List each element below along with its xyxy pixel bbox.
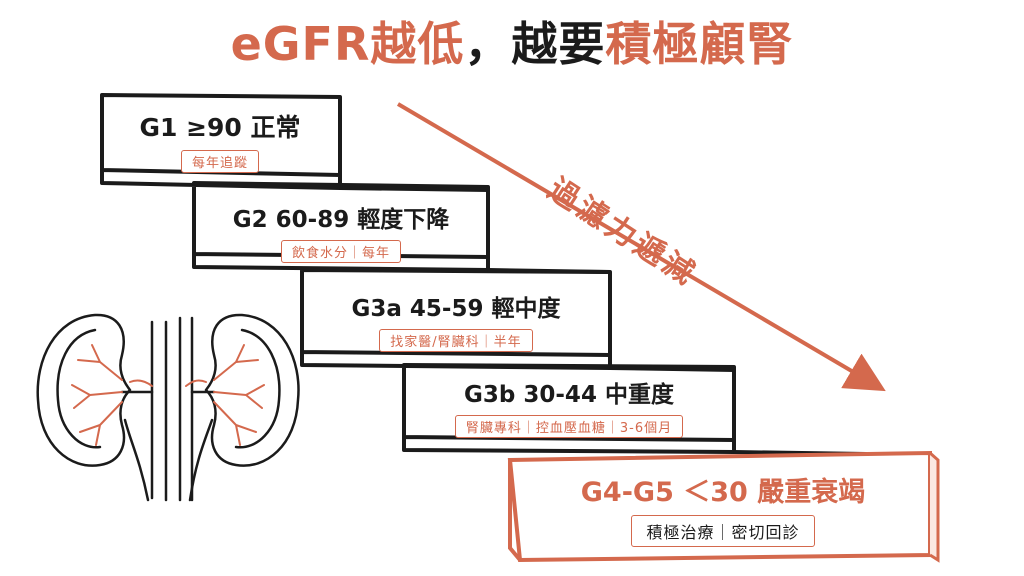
kidney-vessels bbox=[71, 344, 265, 446]
stage-label: G3b 30-44 中重度 bbox=[464, 382, 674, 408]
title-part-3: 積極顧腎 bbox=[605, 17, 794, 71]
stage-g3a: G3a 45-59 輕中度 找家醫/腎臟科｜半年 bbox=[302, 289, 610, 352]
stage-action: 腎臟專科｜控血壓血糖｜3-6個月 bbox=[454, 415, 684, 438]
stage-label: G3a 45-59 輕中度 bbox=[351, 296, 561, 322]
staircase-outline bbox=[100, 93, 736, 454]
title-part-1: eGFR越低 bbox=[230, 17, 465, 71]
stage-label: G1 ≥90 正常 bbox=[139, 113, 301, 142]
decline-arrow bbox=[396, 102, 886, 392]
stage-action: 每年追蹤 bbox=[180, 150, 259, 173]
step-connectors bbox=[339, 186, 931, 457]
stage-action: 找家醫/腎臟科｜半年 bbox=[379, 329, 533, 352]
stage-label: G2 60-89 輕度下降 bbox=[232, 207, 450, 233]
page-title: eGFR越低，越要積極顧腎 bbox=[0, 14, 1024, 74]
kidney-icon bbox=[36, 313, 300, 502]
stage-action: 積極治療｜密切回診 bbox=[631, 515, 815, 547]
stage-g4-g5: G4-G5 ＜30 嚴重衰竭 積極治療｜密切回診 bbox=[518, 470, 928, 547]
stage-g2: G2 60-89 輕度下降 飲食水分｜每年 bbox=[194, 200, 488, 263]
title-part-2: ，越要 bbox=[464, 17, 606, 71]
stage-g3b: G3b 30-44 中重度 腎臟專科｜控血壓血糖｜3-6個月 bbox=[404, 375, 734, 438]
stage-g1: G1 ≥90 正常 每年追蹤 bbox=[102, 108, 338, 173]
final-step-block bbox=[507, 450, 940, 563]
stage-action: 飲食水分｜每年 bbox=[280, 240, 401, 263]
stage-label: G4-G5 ＜30 嚴重衰竭 bbox=[580, 477, 866, 508]
